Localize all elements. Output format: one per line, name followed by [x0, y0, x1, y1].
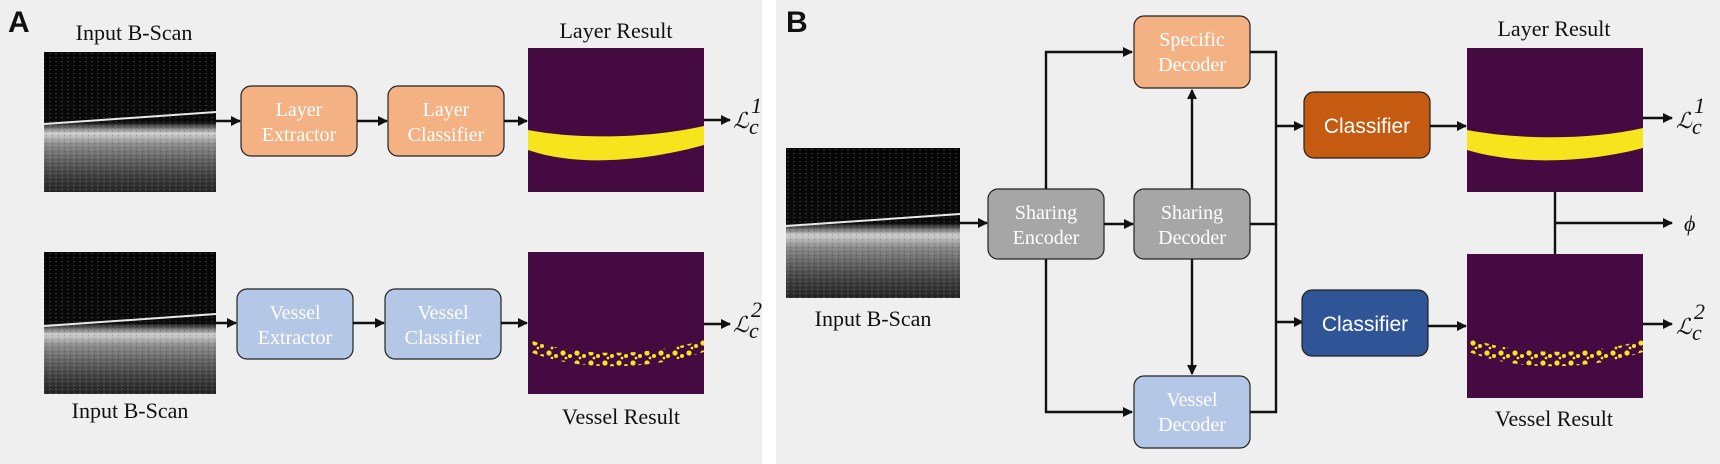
b-input-bscan-image: [785, 148, 961, 298]
b-vessel-to-classifier-line: [1250, 224, 1278, 414]
panel-b-letter: B: [786, 6, 808, 39]
a-bottom-bscan-image: [43, 252, 217, 394]
b-phi-label: ϕ: [1684, 211, 1695, 236]
b-vessel-result-caption: Vessel Result: [1495, 406, 1613, 431]
b-input-caption: Input B-Scan: [815, 306, 932, 331]
vessel-decoder-line2: Decoder: [1158, 414, 1226, 436]
vessel-classifier-line2: Classifier: [405, 327, 482, 349]
a-bottom-input-caption: Input B-Scan: [72, 398, 189, 423]
b-loss-2: ℒ c 2: [1676, 299, 1705, 345]
b-loss-1-sup: 1: [1694, 93, 1705, 118]
b-vessel-result-mask: [1467, 254, 1643, 398]
layer-extractor-line2: Extractor: [262, 124, 337, 146]
b-encoder-to-specific-arrow: [1044, 47, 1133, 189]
vessel-extractor-line1: Vessel: [269, 302, 321, 324]
classifier-bottom-label: Classifier: [1322, 313, 1408, 336]
specific-decoder-line1: Specific: [1159, 29, 1225, 51]
classifier-top-box: Classifier: [1303, 91, 1431, 159]
a-loss-1-sup: 1: [751, 93, 762, 118]
a-layer-result-mask: [528, 48, 704, 192]
layer-extractor-line1: Layer: [276, 99, 323, 121]
a-loss-2: ℒ c 2: [733, 297, 762, 343]
b-loss-1-sub: c: [1692, 114, 1702, 139]
vessel-extractor-box: Vessel Extractor: [236, 288, 354, 360]
layer-classifier-line1: Layer: [423, 99, 470, 121]
a-loss-1-main: ℒ: [733, 108, 750, 133]
a-loss-1-sub: c: [749, 114, 759, 139]
vessel-extractor-line2: Extractor: [258, 327, 333, 349]
b-loss-1: ℒ c 1: [1676, 93, 1705, 139]
classifier-bottom-box: Classifier: [1301, 289, 1429, 357]
vessel-decoder-line1: Vessel: [1166, 389, 1218, 411]
b-loss-2-sub: c: [1692, 320, 1702, 345]
b-loss-1-main: ℒ: [1676, 108, 1693, 133]
sharing-decoder-line1: Sharing: [1161, 202, 1223, 224]
sharing-encoder-line1: Sharing: [1015, 202, 1077, 224]
specific-decoder-line2: Decoder: [1158, 54, 1226, 76]
a-loss-1: ℒ c 1: [733, 93, 762, 139]
a-loss-2-sup: 2: [751, 297, 762, 322]
b-layer-result-mask: [1467, 48, 1643, 192]
a-loss-2-main: ℒ: [733, 312, 750, 337]
panel-a-letter: A: [8, 6, 30, 39]
vessel-classifier-box: Vessel Classifier: [384, 288, 502, 360]
vessel-classifier-line1: Vessel: [417, 302, 469, 324]
classifier-top-label: Classifier: [1324, 115, 1410, 138]
b-specific-to-classifier-line: [1250, 50, 1278, 226]
layer-extractor-box: Layer Extractor: [240, 85, 358, 157]
b-layer-result-caption: Layer Result: [1497, 16, 1610, 41]
b-loss-2-main: ℒ: [1676, 314, 1693, 339]
vessel-decoder-box: Vessel Decoder: [1133, 375, 1251, 449]
a-layer-result-caption: Layer Result: [559, 18, 672, 43]
specific-decoder-box: Specific Decoder: [1133, 15, 1251, 89]
layer-classifier-line2: Classifier: [408, 124, 485, 146]
a-vessel-result-caption: Vessel Result: [562, 404, 680, 429]
a-loss-2-sub: c: [749, 318, 759, 343]
a-top-bscan-image: [43, 52, 217, 192]
a-vessel-result-mask: [528, 252, 704, 394]
a-top-input-caption: Input B-Scan: [76, 20, 193, 45]
b-loss-2-sup: 2: [1694, 299, 1705, 324]
sharing-decoder-line2: Decoder: [1158, 227, 1226, 249]
sharing-encoder-line2: Encoder: [1013, 227, 1080, 249]
sharing-encoder-box: Sharing Encoder: [987, 188, 1105, 260]
b-encoder-to-vessel-decoder-arrow: [1044, 259, 1133, 417]
layer-classifier-box: Layer Classifier: [387, 85, 505, 157]
sharing-decoder-box: Sharing Decoder: [1133, 188, 1251, 260]
